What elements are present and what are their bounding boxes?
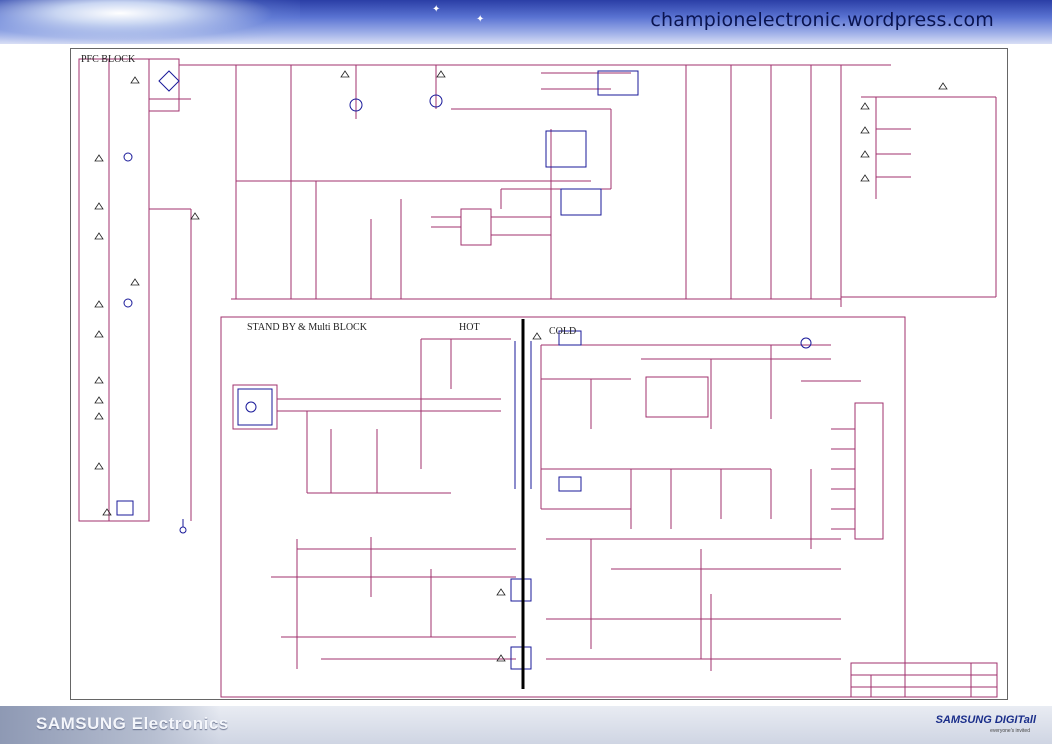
footer-brand: SAMSUNG Electronics <box>36 714 229 733</box>
standby-multi-block-frame <box>220 316 906 698</box>
cold-side-label: COLD <box>549 326 576 337</box>
bridge-diode <box>158 70 180 92</box>
fuse-holder <box>116 500 134 516</box>
driver-section <box>545 130 587 168</box>
standby-mosfet <box>558 330 582 346</box>
hot-side-label: HOT <box>459 322 480 333</box>
ground-symbol <box>179 526 187 534</box>
header-banner: ✦ ✦ championelectronic.wordpress.com <box>0 0 1052 44</box>
schematic-sheet: PFC BLOCK STAND BY & Multi BLOCK HOT COL… <box>70 48 1008 700</box>
pfc-mosfet <box>597 70 639 96</box>
standby-ic-body <box>237 388 273 426</box>
feedback-section-frame <box>645 376 709 418</box>
standby-block-label: STAND BY & Multi BLOCK <box>247 322 368 333</box>
footer-brand-area <box>0 706 220 744</box>
pfc-block-label: PFC BLOCK <box>81 54 136 65</box>
pfc-input-frame <box>78 58 150 522</box>
pfc-controller-ic <box>460 208 492 246</box>
bridge-rectifier-frame <box>148 58 180 112</box>
sync-mosfet <box>558 476 582 492</box>
sparkle-icon: ✦ <box>476 14 485 25</box>
driver-section <box>560 188 602 216</box>
title-block <box>850 662 998 698</box>
samsung-digitall-logo: SAMSUNG DIGITall <box>935 714 1036 726</box>
transformer-core <box>349 98 363 112</box>
output-test-point <box>800 337 812 349</box>
logo-tagline: everyone's invited <box>990 728 1030 734</box>
transformer-core <box>429 94 443 108</box>
inductor-coil <box>123 152 133 162</box>
optocoupler <box>510 646 532 670</box>
standby-controller-ic <box>232 384 278 430</box>
site-title[interactable]: championelectronic.wordpress.com <box>650 9 994 31</box>
inductor-coil <box>123 298 133 308</box>
footer-bar: SAMSUNG Electronics SAMSUNG DIGITall eve… <box>0 706 1052 744</box>
header-photo <box>0 0 300 44</box>
power-supply-schematic: PFC BLOCK STAND BY & Multi BLOCK HOT COL… <box>78 54 998 698</box>
output-connector <box>854 402 884 540</box>
sparkle-icon: ✦ <box>432 4 441 15</box>
optocoupler <box>510 578 532 602</box>
